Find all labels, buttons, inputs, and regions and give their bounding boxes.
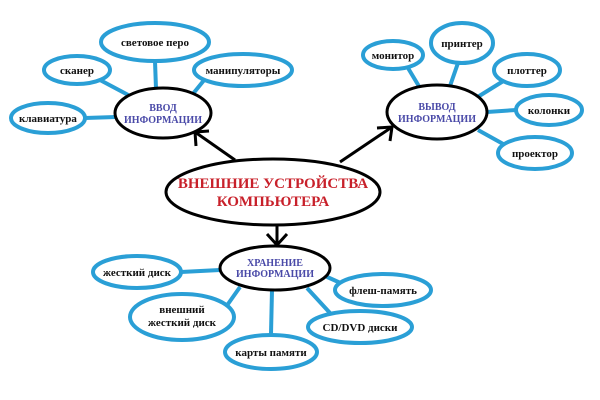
hub-input-line1: ВВОД [149,103,177,114]
root-title-line1: ВНЕШНИЕ УСТРОЙСТВА [178,175,368,192]
leaf-label: манипуляторы [206,65,281,77]
hub-output [385,83,489,141]
leaf-keyboard [9,101,87,135]
hub-storage-line2: ИНФОРМАЦИИ [236,269,314,280]
leaf-monitor [361,39,425,71]
hub-input-line2: ИНФОРМАЦИИ [124,115,202,126]
hub-input [113,86,213,140]
leaf-label: принтер [441,38,483,50]
hub-output-line1: ВЫВОД [418,102,455,113]
leaf-label: монитор [372,50,414,62]
leaf-label: жесткий диск [148,317,217,329]
leaf-connectors [84,60,517,335]
leaf-printer [429,21,495,65]
leaf-label: жесткий диск [103,267,172,279]
root-title-line2: КОМПЬЮТЕРА [217,194,330,210]
leaf-scanner [42,54,112,86]
leaf-hard-disk [91,254,183,290]
leaf-label: световое перо [121,37,190,49]
leaf-label: флеш-память [349,285,417,297]
leaf-label: CD/DVD диски [323,322,399,334]
leaf-label: сканер [60,65,94,77]
leaf-plotter [492,52,562,88]
leaf-label: внешний [159,304,205,316]
leaf-manipulators [192,52,294,88]
hub-storage [218,244,332,292]
leaf-external-hard-disk [128,292,236,342]
hub-output-line2: ИНФОРМАЦИИ [398,114,476,125]
leaf-cd-dvd [306,309,414,345]
leaf-memory-cards [223,333,319,371]
hub-storage-line1: ХРАНЕНИЕ [247,258,303,269]
leaf-label: карты памяти [235,347,307,359]
root-node [164,157,382,227]
leaf-flash-memory [333,272,433,308]
leaf-label: клавиатура [19,113,77,125]
leaf-light-pen [99,21,211,63]
leaf-label: колонки [528,105,571,117]
leaf-speakers [514,93,584,127]
leaf-label: плоттер [507,65,547,77]
leaf-projector [496,135,574,171]
leaf-label: проектор [512,148,558,160]
